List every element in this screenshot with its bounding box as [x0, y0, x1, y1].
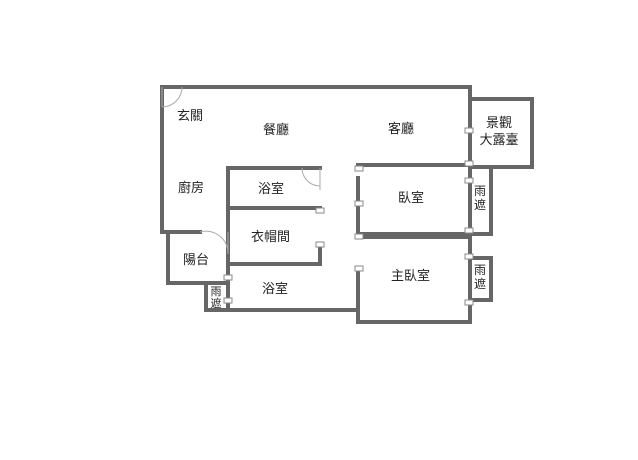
room-label-awning3-line1: 雨 [210, 285, 222, 298]
window-mark [464, 253, 474, 260]
room-label-kitchen: 廚房 [178, 181, 205, 196]
door-jamb-mark [223, 274, 233, 281]
room-label-terrace-line1: 景觀 [485, 116, 512, 131]
balcony-wall [166, 230, 230, 285]
window-mark [464, 299, 474, 306]
bedroom-wall [356, 176, 472, 236]
room-label-living: 客廳 [388, 122, 415, 137]
window-mark [464, 227, 474, 234]
room-label-master: 主臥室 [391, 269, 431, 284]
window-mark [464, 177, 474, 184]
room-label-dining: 餐廳 [263, 123, 290, 138]
awning1-wall [468, 165, 493, 236]
terrace-wall [468, 97, 534, 169]
room-label-awning3-line2: 遮 [210, 297, 222, 311]
door-jamb-mark [354, 200, 364, 207]
east-wall [356, 163, 472, 324]
room-label-terrace: 景觀 大露臺 [476, 116, 522, 150]
room-label-entrance: 玄關 [177, 109, 204, 124]
room-label-bath2: 浴室 [262, 282, 289, 297]
room-label-awning3: 雨 遮 [207, 285, 225, 311]
room-label-closet: 衣帽間 [251, 230, 291, 245]
outer-wall [160, 85, 472, 167]
awning2-wall [468, 256, 493, 302]
window-mark [464, 127, 474, 134]
room-label-awning1: 雨遮 [473, 184, 486, 212]
room-label-bedroom: 臥室 [398, 191, 425, 206]
bath1-wall [226, 166, 322, 210]
door-jamb-mark [354, 233, 364, 240]
balcony-door-arc [199, 230, 229, 255]
door-jamb-mark [315, 207, 325, 214]
entry-door-arc [161, 86, 183, 108]
door-jamb-mark [223, 297, 233, 304]
bath1-door-arc [301, 167, 321, 187]
room-label-terrace-line2: 大露臺 [479, 132, 519, 148]
bath2-bottom [204, 281, 360, 324]
door-jamb-mark [354, 165, 364, 172]
room-label-bath1: 浴室 [258, 182, 285, 197]
door-jamb-mark [354, 265, 364, 272]
room-label-awning2: 雨遮 [473, 263, 486, 291]
doors [161, 86, 321, 255]
window-mark [464, 160, 474, 167]
door-jamb-mark [315, 241, 325, 248]
window-marks [223, 127, 474, 306]
room-label-balcony: 陽台 [183, 253, 210, 268]
